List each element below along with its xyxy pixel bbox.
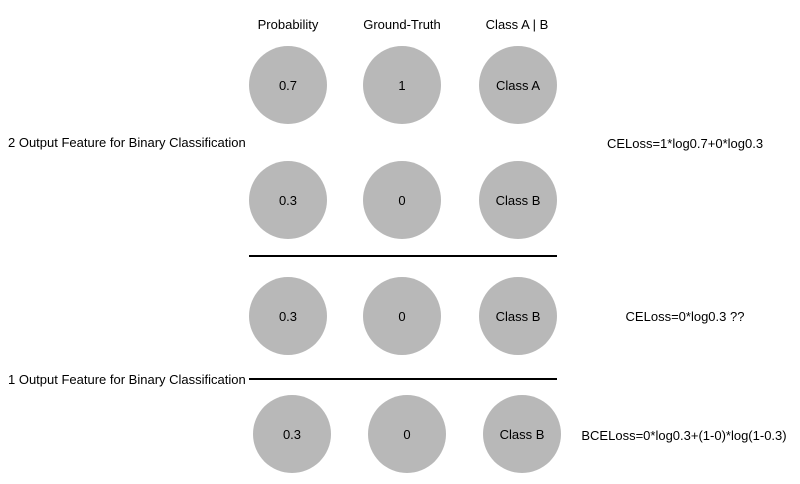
formula-celoss-one-output: CELoss=0*log0.3 ?? [625,309,745,324]
node-probability-3: 0.3 [249,277,327,355]
node-class-2: Class B [479,161,557,239]
formula-celoss-two-output: CELoss=1*log0.7+0*log0.3 [606,136,764,151]
formula-bceloss: BCELoss=0*log0.3+(1-0)*log(1-0.3) [581,428,787,443]
node-ground-truth-1: 1 [363,46,441,124]
node-probability-4: 0.3 [253,395,331,473]
header-class: Class A | B [485,17,549,32]
node-class-4: Class B [483,395,561,473]
node-probability-2: 0.3 [249,161,327,239]
header-ground-truth: Ground-Truth [363,17,441,32]
label-one-output-feature: 1 Output Feature for Binary Classificati… [8,372,246,387]
node-ground-truth-4: 0 [368,395,446,473]
header-probability: Probability [257,17,319,32]
section-divider [249,255,557,257]
node-probability-1: 0.7 [249,46,327,124]
label-two-output-feature: 2 Output Feature for Binary Classificati… [8,135,246,150]
one-output-divider [249,378,557,380]
node-class-3: Class B [479,277,557,355]
node-ground-truth-2: 0 [363,161,441,239]
node-class-1: Class A [479,46,557,124]
node-ground-truth-3: 0 [363,277,441,355]
